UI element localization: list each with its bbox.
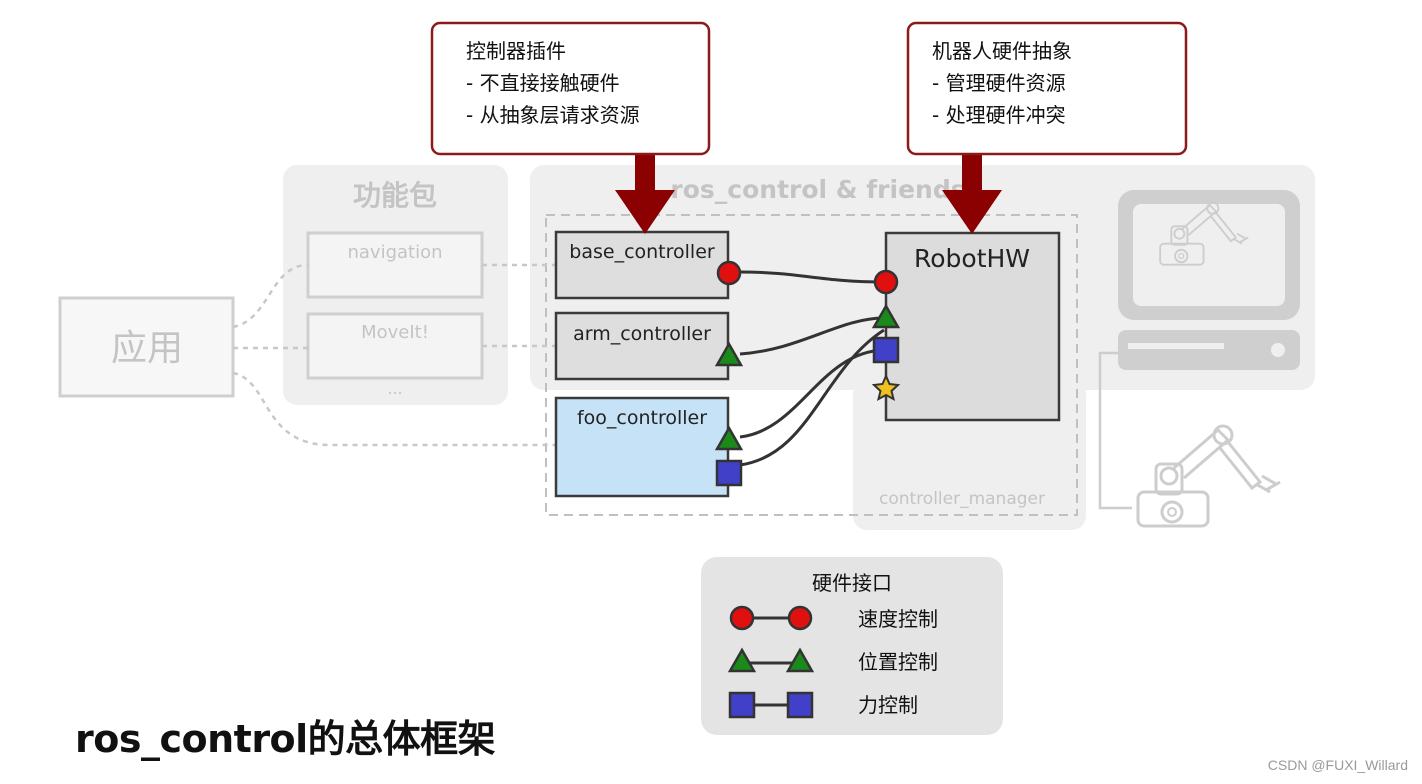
package-label-navigation: navigation bbox=[347, 242, 442, 263]
page-title: ros_control的总体框架 bbox=[75, 717, 496, 761]
controller-box-arm bbox=[554, 311, 730, 381]
controller-box-foo bbox=[554, 396, 730, 498]
effort-port-robothw bbox=[872, 336, 900, 364]
callout-box-controller bbox=[430, 21, 711, 156]
callout-title-hw: 机器人硬件抽象 bbox=[932, 39, 1072, 63]
application-links bbox=[232, 263, 556, 447]
callout-line-controller-2: - 从抽象层请求资源 bbox=[466, 103, 640, 127]
controller-manager-label: controller_manager bbox=[879, 489, 1045, 509]
callout-arrow-controller bbox=[615, 152, 675, 234]
hardware-cable bbox=[1098, 351, 1132, 510]
robothw-label: RobotHW bbox=[914, 244, 1030, 273]
legend-label-velocity: 速度控制 bbox=[858, 607, 938, 631]
callout-line-hw-1: - 管理硬件资源 bbox=[932, 71, 1066, 95]
controller-manager-boundary bbox=[545, 214, 1078, 516]
controller-label-base: base_controller bbox=[569, 241, 715, 263]
legend-position-symbol bbox=[727, 647, 815, 673]
extra-port-robothw bbox=[871, 373, 901, 401]
position-port-robothw bbox=[871, 303, 901, 329]
package-label-more: ... bbox=[387, 379, 402, 398]
interface-wires bbox=[739, 270, 885, 467]
legend-effort-symbol bbox=[728, 691, 814, 719]
legend-title: 硬件接口 bbox=[812, 571, 892, 595]
legend-label-position: 位置控制 bbox=[858, 650, 938, 674]
application-box bbox=[58, 296, 235, 398]
callout-arrow-hw bbox=[942, 152, 1002, 234]
callout-box-hw bbox=[906, 21, 1188, 156]
callout-title-controller: 控制器插件 bbox=[466, 39, 566, 63]
callout-line-hw-2: - 处理硬件冲突 bbox=[932, 103, 1066, 127]
controller-label-arm: arm_controller bbox=[573, 323, 711, 345]
velocity-port-robothw bbox=[873, 269, 899, 295]
position-port-foo-controller bbox=[714, 425, 744, 451]
effort-port-foo-controller bbox=[715, 459, 743, 487]
packages-group-label: 功能包 bbox=[353, 179, 437, 212]
legend-label-effort: 力控制 bbox=[858, 693, 918, 717]
application-label: 应用 bbox=[111, 328, 183, 369]
watermark: CSDN @FUXI_Willard bbox=[1267, 757, 1408, 773]
controller-label-foo: foo_controller bbox=[577, 407, 707, 429]
velocity-port-base-controller bbox=[716, 260, 742, 286]
callout-line-controller-1: - 不直接接触硬件 bbox=[466, 71, 620, 95]
position-port-arm-controller bbox=[714, 341, 744, 367]
legend-panel bbox=[701, 557, 1003, 735]
ros-control-group-label: ros_control & friends bbox=[670, 175, 965, 204]
package-label-moveit: MoveIt! bbox=[361, 322, 429, 343]
legend-velocity-symbol bbox=[729, 605, 813, 631]
robot-arm-icon bbox=[1136, 424, 1282, 528]
controller-box-base bbox=[554, 230, 730, 300]
